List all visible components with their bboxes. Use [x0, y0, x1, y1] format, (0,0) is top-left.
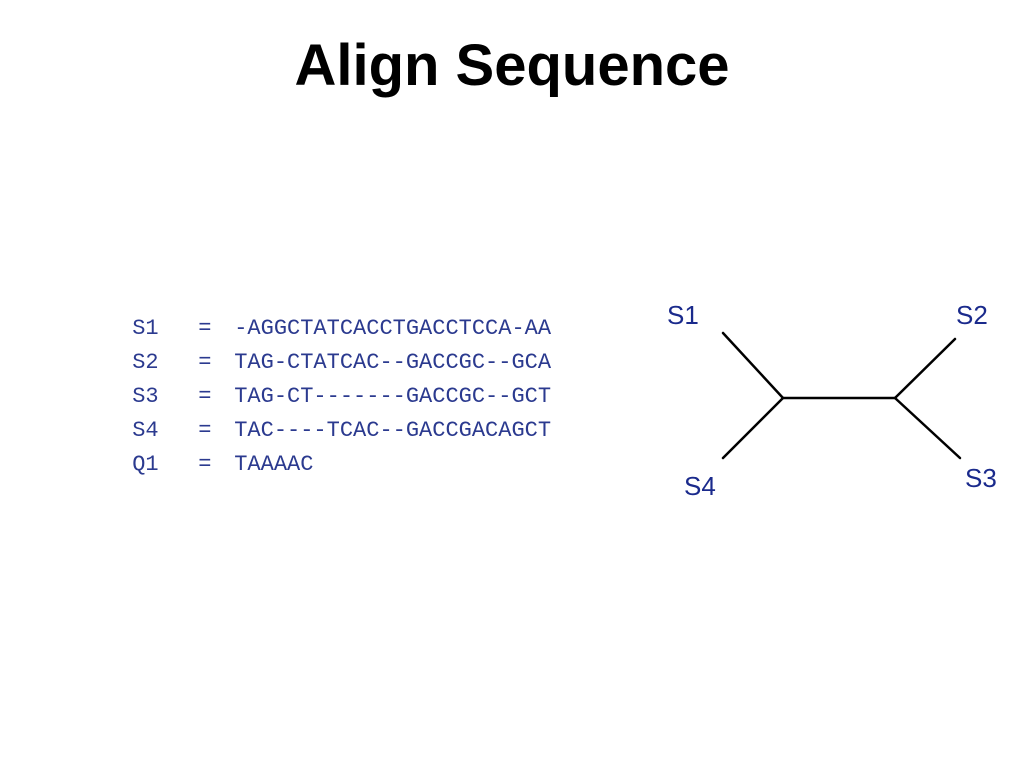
equals-sign: = [198, 384, 212, 409]
sequence-name: S2 [132, 350, 159, 375]
equals-sign: = [198, 316, 212, 341]
sequence-value: TAAAAC [234, 452, 314, 477]
branch-s3 [893, 396, 962, 460]
leaf-label-s4: S4 [684, 471, 716, 501]
leaf-label-s2: S2 [956, 300, 988, 330]
alignment-row-s2: S2 = TAG-CTATCAC--GACCGC--GCA [53, 312, 551, 375]
sequence-name: Q1 [132, 452, 159, 477]
leaf-label-s1: S1 [667, 300, 699, 330]
alignment-row-s3: S3 = TAG-CT-------GACCGC--GCT [53, 346, 551, 409]
sequence-value: TAC----TCAC--GACCGACAGCT [234, 418, 552, 443]
sequence-name: S4 [132, 418, 159, 443]
branch-s1 [721, 331, 785, 400]
branch-s2 [893, 337, 957, 400]
branch-s4 [721, 396, 785, 460]
alignment-row-q1: Q1 = TAAAAC [53, 414, 551, 477]
leaf-label-s3: S3 [965, 463, 997, 493]
alignment-row-s1: S1 = -AGGCTATCACCTGACCTCCA-AA [53, 278, 551, 341]
sequence-value: -AGGCTATCACCTGACCTCCA-AA [234, 316, 552, 341]
slide-title: Align Sequence [294, 33, 730, 98]
sequence-name: S3 [132, 384, 159, 409]
sequence-name: S1 [132, 316, 159, 341]
equals-sign: = [198, 418, 212, 443]
equals-sign: = [198, 452, 212, 477]
sequence-value: TAG-CTATCAC--GACCGC--GCA [234, 350, 552, 375]
alignment-row-s4: S4 = TAC----TCAC--GACCGACAGCT [53, 380, 551, 443]
equals-sign: = [198, 350, 212, 375]
sequence-value: TAG-CT-------GACCGC--GCT [234, 384, 552, 409]
sequence-alignment: S1 = -AGGCTATCACCTGACCTCCA-AA S2 = TAG-CTATC… [53, 278, 551, 477]
